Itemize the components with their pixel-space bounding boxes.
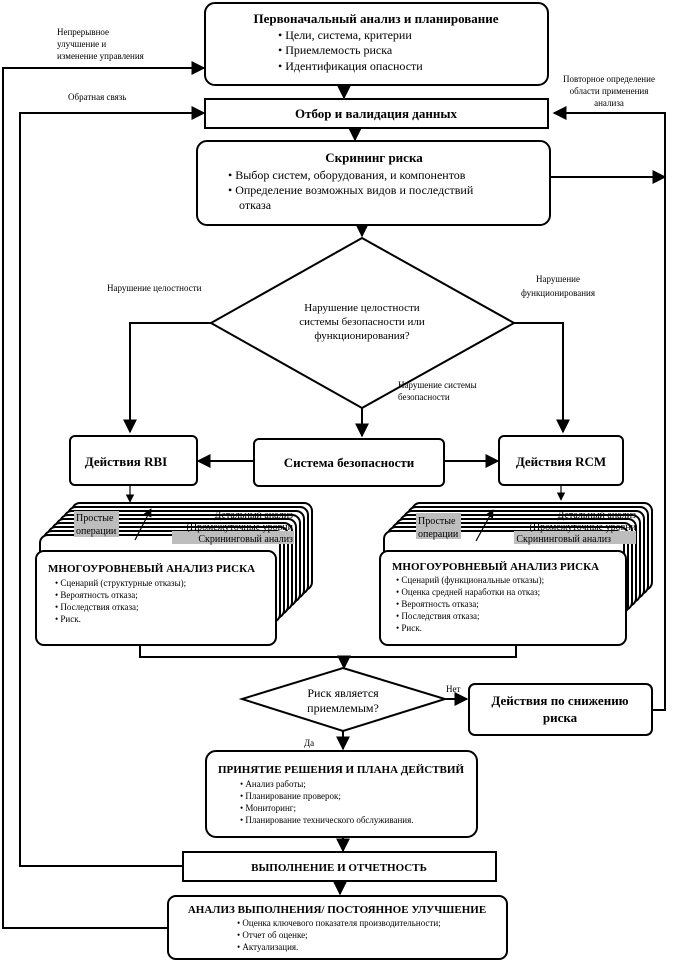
execution-reporting-box: ВЫПОЛНЕНИЕ И ОТЧЕТНОСТЬ [182, 851, 497, 882]
rbi-simple-ops: операции [76, 526, 117, 537]
improvement-label: Непрерывное [57, 27, 109, 37]
rbi-stack-item: • Последствия отказа; [55, 602, 139, 612]
decision-plan-item: • Планирование технического обслуживания… [240, 815, 413, 825]
improvement-label: улучшение и [57, 39, 106, 49]
decision-plan-title: ПРИНЯТИЕ РЕШЕНИЯ И ПЛАНА ДЕЙСТВИЙ [218, 764, 464, 776]
risk-screening-item: • Определение возможных видов и последст… [228, 183, 474, 197]
safety-system-box: Система безопасности [253, 438, 445, 487]
rcm-actions-label: Действия RCM [516, 454, 606, 469]
rcm-stack-item: • Последствия отказа; [396, 611, 480, 621]
review-item: • Оценка ключевого показателя производит… [237, 918, 441, 928]
rcm-stack-item: • Риск. [396, 623, 422, 633]
rbi-detailed-analysis: (Промежуточные уровни [187, 522, 294, 533]
rbi-simple-ops: Простые [76, 513, 114, 524]
integrity-branch-label: Нарушение целостности [107, 283, 202, 293]
risk-acceptable-decision: Риск является приемлемым? [238, 666, 449, 733]
rbi-multilevel-stack: Простые операции Детальный анализ (Проме… [35, 502, 313, 646]
safety-branch-label: Нарушение системы [398, 380, 477, 390]
risk-screening-item: отказа [239, 198, 272, 212]
rcm-detailed-analysis: (Промежуточные уровни [530, 522, 637, 533]
no-label: Нет [446, 684, 460, 694]
decision-plan-item: • Планирование проверок; [240, 791, 341, 801]
redefine-scope-label: анализа [594, 98, 624, 108]
initial-analysis-item: • Идентификация опасности [278, 59, 423, 73]
decision-plan-item: • Анализ работы; [240, 779, 306, 789]
risk-screening-title: Скрининг риска [325, 150, 423, 165]
execution-label: ВЫПОЛНЕНИЕ И ОТЧЕТНОСТЬ [251, 862, 427, 874]
decision1-line: функционирования? [314, 330, 409, 342]
rbi-screening-analysis: Скрининговый анализ [198, 534, 293, 545]
rbi-actions-box: Действия RBI [69, 435, 198, 486]
mitigation-label: риска [543, 710, 578, 725]
rbi-stack-item: • Вероятность отказа; [55, 590, 138, 600]
decision-plan-box: ПРИНЯТИЕ РЕШЕНИЯ И ПЛАНА ДЕЙСТВИЙ • Анал… [205, 750, 478, 838]
decision-plan-item: • Мониторинг; [240, 803, 296, 813]
rcm-stack-title: МНОГОУРОВНЕВЫЙ АНАЛИЗ РИСКА [392, 561, 599, 573]
data-selection-box: Отбор и валидация данных [204, 98, 549, 129]
safety-system-label: Система безопасности [284, 455, 415, 470]
data-selection-label: Отбор и валидация данных [295, 106, 458, 121]
rbi-stack-title: МНОГОУРОВНЕВЫЙ АНАЛИЗ РИСКА [48, 563, 255, 575]
rcm-screening-analysis: Скрининговый анализ [516, 534, 611, 545]
initial-analysis-title: Первоначальный анализ и планирование [253, 11, 498, 26]
connectors [2, 61, 667, 929]
mitigation-label: Действия по снижению [491, 693, 628, 708]
failure-type-decision: Нарушение целостности системы безопаснос… [208, 236, 517, 410]
risk-screening-box: Скрининг риска • Выбор систем, оборудова… [196, 140, 551, 226]
initial-analysis-item: • Приемлемость риска [278, 43, 393, 57]
review-item: • Отчет об оценке; [237, 930, 308, 940]
performance-review-box: АНАЛИЗ ВЫПОЛНЕНИЯ/ ПОСТОЯННОЕ УЛУЧШЕНИЕ … [167, 895, 508, 960]
decision2-line: Риск является [307, 686, 379, 700]
rcm-stack-item: • Сценарий (функциональные отказы); [396, 575, 544, 585]
rcm-detailed-analysis: Детальный анализ [558, 510, 637, 521]
function-branch-label: функционирования [521, 288, 595, 298]
initial-analysis-box: Первоначальный анализ и планирование • Ц… [204, 2, 549, 86]
rcm-actions-box: Действия RCM [498, 435, 624, 486]
risk-mitigation-box: Действия по снижению риска [468, 683, 653, 736]
yes-label: Да [304, 738, 314, 748]
rcm-stack-item: • Оценка средней наработки на отказ; [396, 587, 540, 597]
safety-branch-label: безопасности [398, 392, 450, 402]
decision1-line: Нарушение целостности [304, 302, 420, 314]
rcm-stack-item: • Вероятность отказа; [396, 599, 479, 609]
rbi-detailed-analysis: Детальный анализ [215, 510, 294, 521]
decision2-line: приемлемым? [307, 701, 379, 715]
rcm-simple-ops: Простые [418, 516, 456, 527]
redefine-scope-label: Повторное определение [563, 74, 655, 84]
initial-analysis-item: • Цели, система, критерии [278, 28, 412, 42]
review-title: АНАЛИЗ ВЫПОЛНЕНИЯ/ ПОСТОЯННОЕ УЛУЧШЕНИЕ [188, 904, 486, 916]
risk-screening-item: • Выбор систем, оборудования, и компонен… [228, 168, 466, 182]
rbi-stack-item: • Риск. [55, 614, 81, 624]
feedback-label: Обратная связь [68, 92, 126, 102]
rcm-multilevel-stack: Простые операции Детальный анализ (Проме… [379, 502, 653, 646]
redefine-scope-label: области применения [570, 86, 649, 96]
function-branch-label: Нарушение [536, 274, 580, 284]
improvement-label: изменение управления [57, 51, 144, 61]
rcm-simple-ops: операции [418, 529, 459, 540]
decision1-line: системы безопасности или [299, 316, 425, 328]
review-item: • Актуализация. [237, 942, 298, 952]
rbi-stack-item: • Сценарий (структурные отказы); [55, 578, 186, 588]
rbi-actions-label: Действия RBI [85, 454, 167, 469]
